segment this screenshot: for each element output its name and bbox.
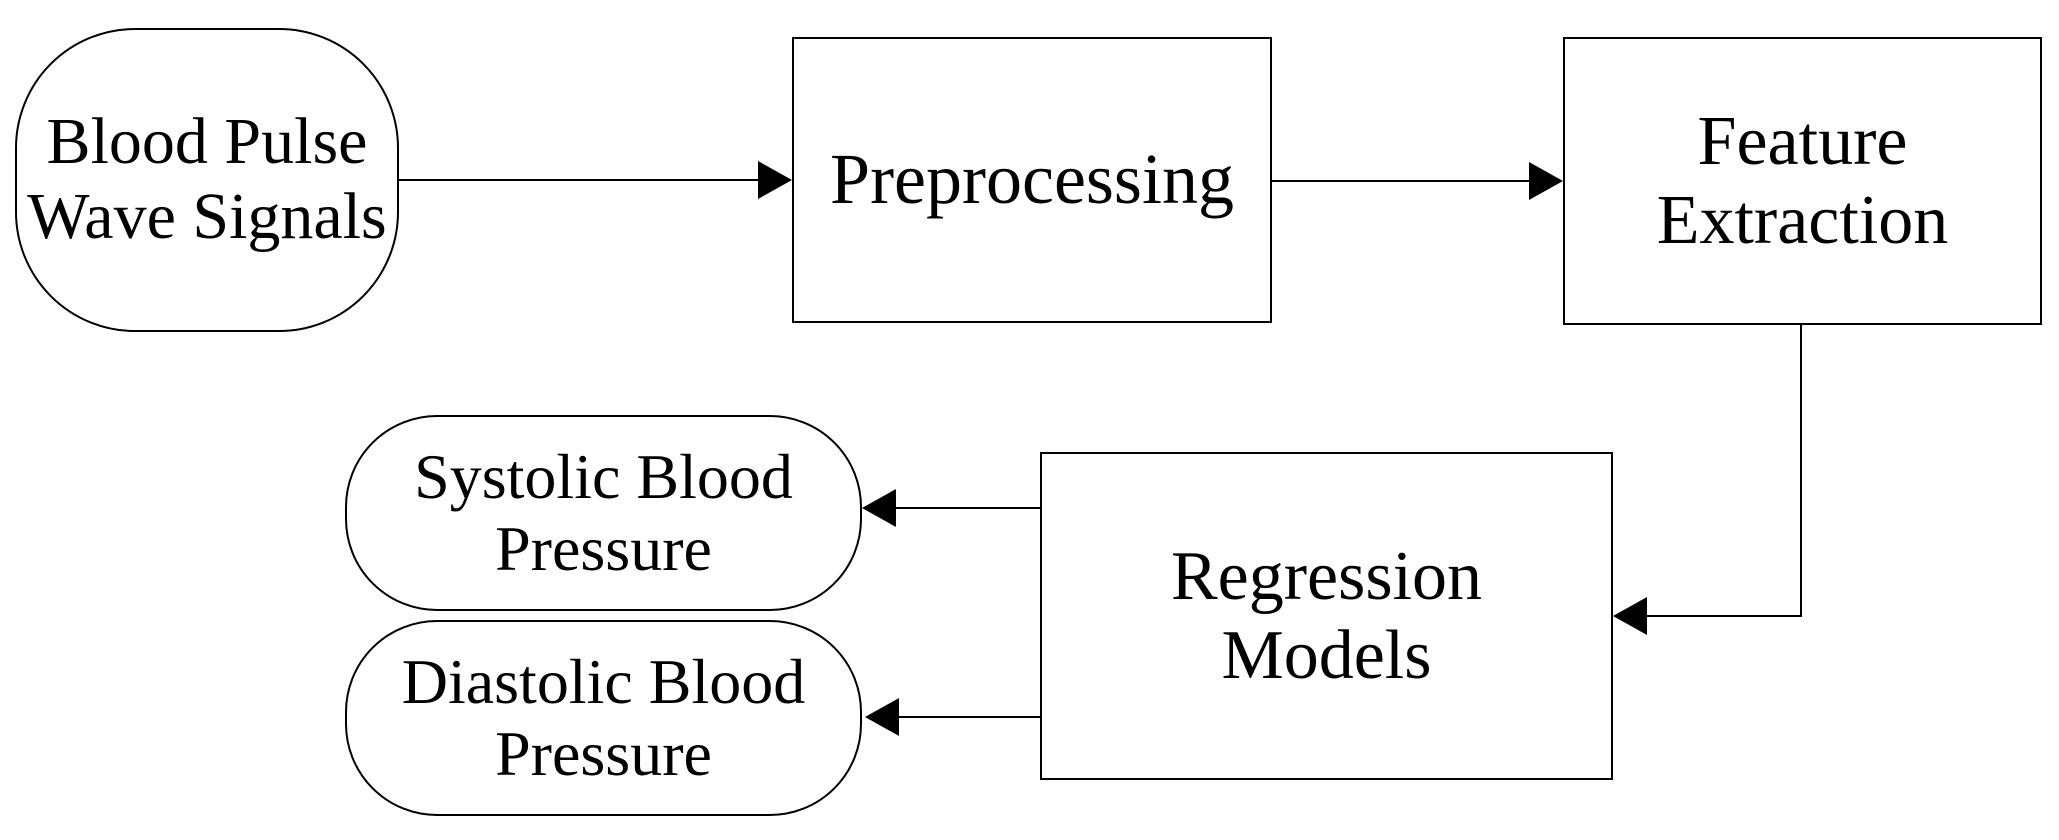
node-diastolic-blood-pressure: Diastolic Blood Pressure: [345, 620, 862, 816]
node-label-line: Diastolic Blood: [401, 645, 806, 717]
node-label-line: Models: [1221, 617, 1432, 694]
node-label-line: Blood Pulse: [46, 105, 368, 179]
node-feature-extraction: Feature Extraction: [1563, 37, 2042, 325]
node-regression-models: Regression Models: [1040, 452, 1613, 780]
node-label-line: Regression: [1170, 537, 1483, 615]
arrowhead-icon: [1613, 597, 1647, 635]
node-blood-pulse-wave-signals: Blood Pulse Wave Signals: [15, 28, 399, 332]
node-label-line: Pressure: [495, 718, 712, 789]
arrowhead-icon: [862, 489, 896, 527]
node-preprocessing: Preprocessing: [792, 37, 1272, 323]
node-label-line: Systolic Blood: [414, 440, 793, 512]
node-label-line: Wave Signals: [27, 180, 387, 253]
node-label-line: Extraction: [1656, 182, 1949, 259]
arrowhead-icon: [1529, 162, 1563, 200]
connector-regression-diastolic: [898, 716, 1041, 718]
arrowhead-icon: [758, 161, 792, 199]
connector-preprocessing-featureextraction: [1272, 180, 1530, 182]
connector-regression-systolic: [895, 507, 1041, 509]
node-systolic-blood-pressure: Systolic Blood Pressure: [345, 415, 862, 611]
connector-bloodpulse-preprocessing: [399, 179, 759, 181]
node-label-line: Preprocessing: [830, 139, 1234, 220]
connector-featureextraction-regression-vertical: [1800, 325, 1802, 617]
connector-featureextraction-regression-horizontal: [1646, 615, 1802, 617]
node-label-line: Pressure: [495, 513, 712, 584]
node-label-line: Feature: [1697, 102, 1908, 180]
arrowhead-icon: [865, 698, 899, 736]
